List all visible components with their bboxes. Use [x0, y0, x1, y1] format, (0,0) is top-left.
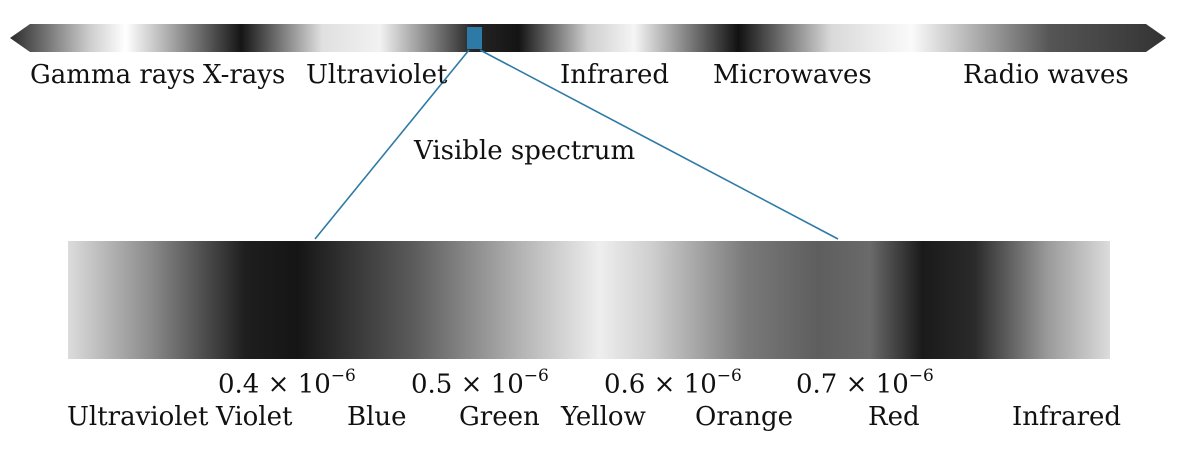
- zoom-line-right: [479, 49, 839, 240]
- label-microwaves: Microwaves: [713, 60, 872, 90]
- wavelength-tick: 0.6 × 10−6: [604, 366, 742, 400]
- band-infrared: Infrared: [1012, 402, 1122, 432]
- label-ultraviolet: Ultraviolet: [306, 60, 448, 90]
- label-infrared: Infrared: [560, 60, 670, 90]
- label-x-rays: X-rays: [203, 60, 286, 90]
- visible-spectrum-bar: [68, 241, 1110, 359]
- band-orange: Orange: [695, 402, 794, 432]
- band-violet: Violet: [216, 402, 293, 432]
- wavelength-tick: 0.4 × 10−6: [218, 366, 356, 400]
- wavelength-tick: 0.5 × 10−6: [411, 366, 549, 400]
- label-gamma-rays: Gamma rays: [30, 60, 196, 90]
- wavelength-tick: 0.7 × 10−6: [796, 366, 934, 400]
- band-ultraviolet: Ultraviolet: [67, 402, 209, 432]
- label-radio-waves: Radio waves: [963, 60, 1129, 90]
- zoom-line-left: [314, 49, 470, 240]
- band-red: Red: [868, 402, 920, 432]
- em-spectrum-bar: [10, 24, 1166, 52]
- band-yellow: Yellow: [561, 402, 646, 432]
- visible-spectrum-caption: Visible spectrum: [414, 136, 636, 166]
- band-green: Green: [459, 402, 540, 432]
- band-blue: Blue: [347, 402, 407, 432]
- visible-region-marker: [467, 27, 482, 49]
